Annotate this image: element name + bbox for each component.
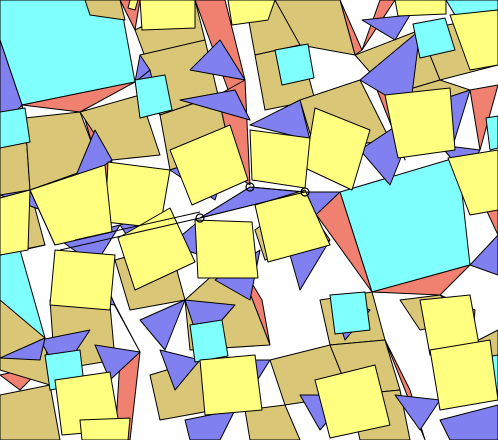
yellow-tile (127, 0, 139, 11)
blue-tile (94, 344, 141, 381)
tan-tile (84, 0, 126, 21)
marker-circle (245, 182, 255, 192)
cyan-tile (274, 43, 315, 86)
blue-tile (189, 39, 246, 81)
guide-line (74, 211, 201, 241)
marker-layer (195, 182, 310, 223)
salmon-tile (21, 81, 136, 113)
cyan-tile (329, 291, 371, 335)
cyan-tile (0, 107, 31, 149)
guide-line (199, 186, 251, 219)
blue-tile (469, 234, 498, 276)
blue-tile (394, 394, 441, 431)
blue-tile (134, 54, 151, 83)
blue-tile (179, 89, 251, 121)
yellow-tile (79, 417, 131, 440)
yellow-tile (117, 207, 196, 291)
marker-circle (195, 213, 205, 223)
blue-tile (139, 299, 186, 351)
blue-tile (361, 14, 411, 41)
yellow-tile (249, 129, 311, 189)
guide-line (199, 191, 306, 219)
yellow-tile (0, 189, 31, 256)
marker-circle (300, 187, 310, 197)
yellow-tile (194, 219, 259, 279)
yellow-tile (199, 354, 263, 416)
yellow-tile (139, 0, 196, 31)
yellow-tile (447, 149, 498, 216)
blue-tile (0, 337, 46, 361)
yellow-tile (384, 87, 456, 159)
yellow-tile (449, 9, 498, 71)
yellow-tile (49, 249, 116, 311)
yellow-tile (227, 0, 276, 26)
tan-tile (0, 384, 61, 440)
guide-line (59, 217, 201, 251)
yellow-tile (254, 189, 331, 263)
yellow-tile (314, 364, 391, 439)
cyan-tile (412, 17, 456, 59)
tan-tile (244, 404, 301, 440)
blue-tile (439, 404, 498, 440)
salmon-tile (371, 264, 471, 296)
cyan-tile (134, 74, 173, 119)
yellow-tile (429, 339, 498, 411)
guide-line (249, 186, 306, 193)
yellow-tile (169, 124, 249, 206)
cyan-tile (485, 115, 498, 151)
cyan-tile (189, 319, 229, 363)
yellow-tile (394, 0, 447, 17)
blue-tile (159, 349, 201, 391)
blue-tile (249, 99, 311, 141)
